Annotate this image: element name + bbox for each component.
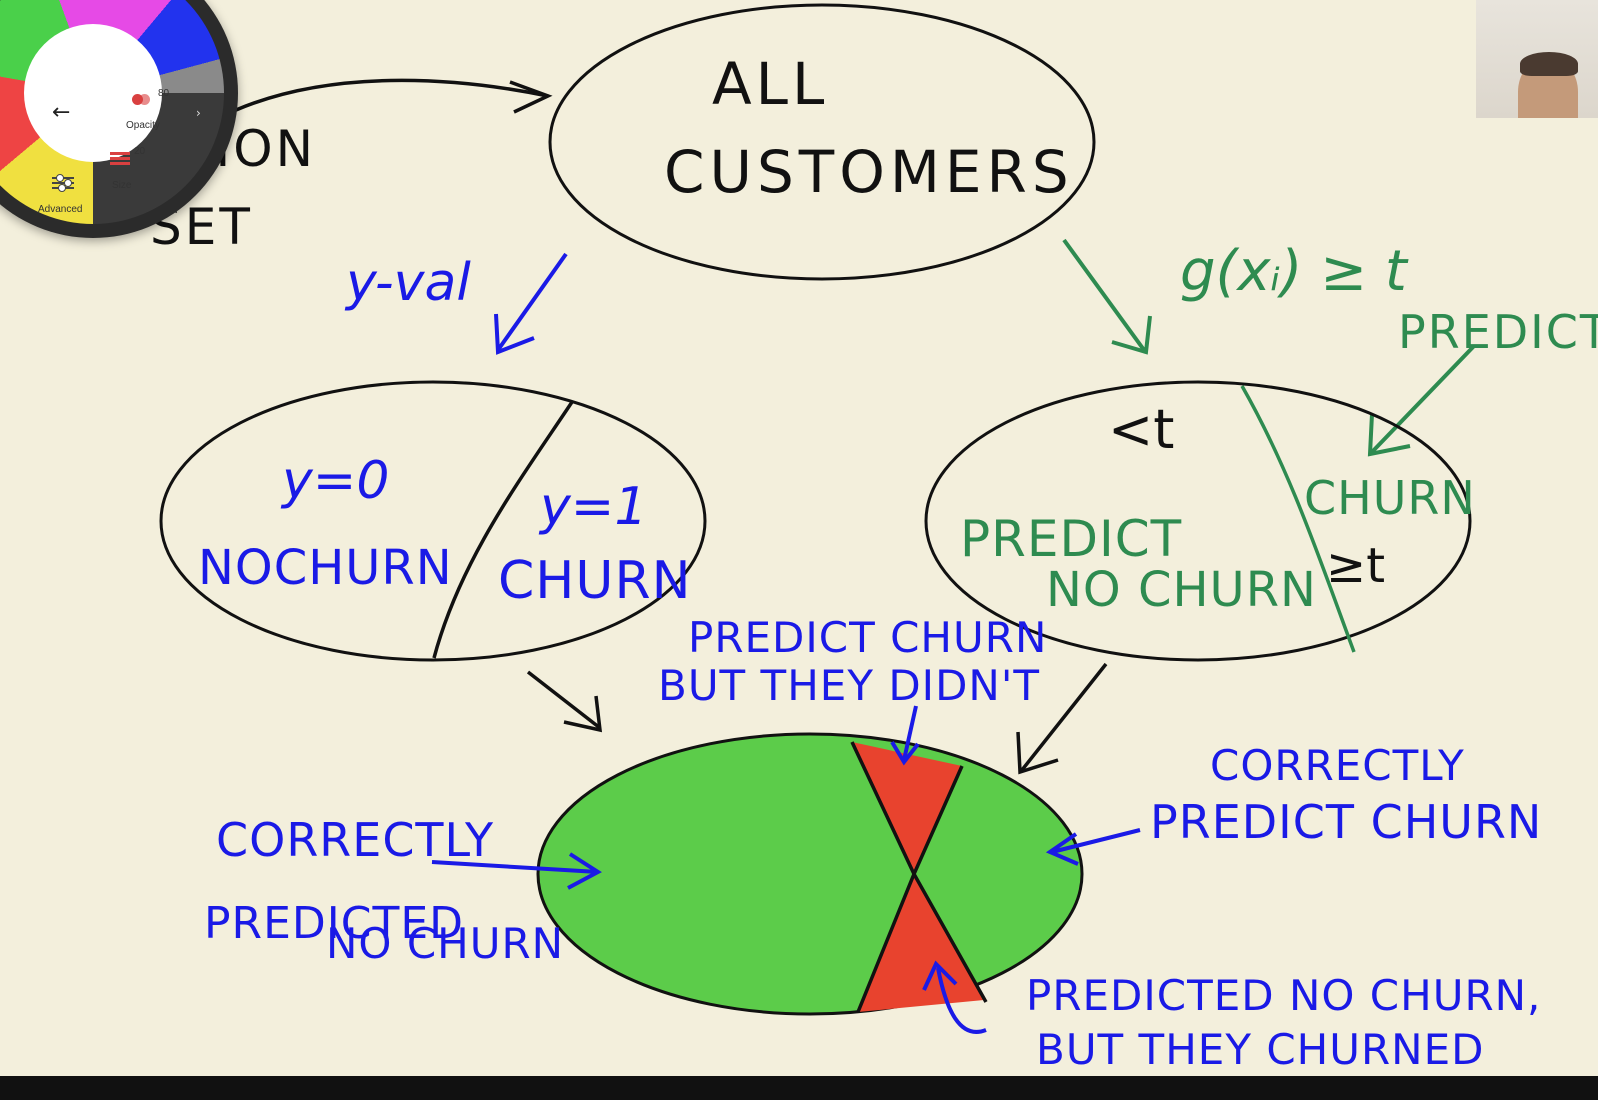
arrow-y-val — [496, 252, 568, 352]
bottom-bar — [0, 1076, 1598, 1100]
threshold-condition-label: g(xᵢ) ≥ t — [1180, 239, 1409, 304]
churn-label-left: CHURN — [498, 551, 692, 611]
less-than-t-label: <t — [1108, 398, 1174, 461]
arrow-fp — [902, 705, 918, 761]
webcam-thumbnail — [1476, 0, 1598, 118]
y1-label: y=1 — [538, 477, 647, 537]
all-customers-label-line2: CUSTOMERS — [664, 138, 1074, 206]
predictions-ellipse — [924, 380, 1472, 662]
nochurn-label-right-node: NO CHURN — [1046, 562, 1317, 618]
fn-callout-line2: BUT THEY CHURNED — [1036, 1025, 1484, 1074]
size-lines-icon[interactable] — [110, 152, 130, 166]
pen-settings-center — [24, 24, 162, 162]
arrow-fn — [936, 967, 987, 1034]
actual-split-line — [432, 401, 574, 659]
y-val-label: y-val — [344, 253, 471, 313]
arrow-tn — [431, 860, 599, 874]
arrow-predict-churn — [1370, 344, 1476, 454]
all-customers-label-line1: ALL — [712, 50, 828, 118]
all-customers-ellipse — [548, 3, 1096, 281]
arrow-left-to-result — [526, 670, 602, 730]
threshold-split-line — [1240, 385, 1356, 653]
nochurn-label: NOCHURN — [198, 540, 453, 596]
tp-callout-line1: CORRECTLY — [1210, 741, 1465, 790]
sliders-icon[interactable] — [52, 174, 74, 192]
predict-label-top-right: PREDICT — [1398, 305, 1598, 359]
advanced-label: Advanced — [38, 204, 83, 215]
y0-label: y=0 — [280, 451, 389, 511]
false-positive-region — [852, 742, 962, 874]
arrow-threshold — [1062, 238, 1146, 352]
tn-callout-line2: PREDICTED — [204, 898, 464, 949]
false-negative-region — [858, 874, 984, 1012]
opacity-dots-icon[interactable] — [132, 94, 150, 106]
predict-label-right-node: PREDICT — [960, 510, 1182, 568]
arrow-tp — [1051, 828, 1141, 854]
fp-callout-line1: PREDICT CHURN — [688, 613, 1047, 662]
tn-callout-line3: NO CHURN — [326, 919, 564, 968]
arrow-to-all-customers — [235, 78, 549, 112]
actual-labels-ellipse — [159, 380, 707, 662]
size-label: Size — [112, 180, 132, 191]
size-value: 20 — [134, 146, 146, 157]
churn-label-right-node: CHURN — [1304, 471, 1476, 525]
opacity-label: Opacity — [126, 120, 160, 131]
fn-callout-line1: PREDICTED NO CHURN, — [1026, 971, 1541, 1020]
tp-callout-line2: PREDICT CHURN — [1150, 795, 1542, 849]
opacity-value: 80 — [158, 88, 170, 99]
confusion-ellipse — [536, 732, 1084, 1016]
tn-callout-line1: CORRECTLY — [216, 813, 494, 867]
chevron-right-icon[interactable]: › — [196, 106, 201, 120]
gte-t-label: ≥t — [1326, 538, 1385, 594]
arrow-left-icon[interactable]: ← — [52, 100, 71, 125]
arrow-right-to-result — [1020, 662, 1108, 772]
fp-callout-line2: BUT THEY DIDN'T — [658, 661, 1040, 710]
